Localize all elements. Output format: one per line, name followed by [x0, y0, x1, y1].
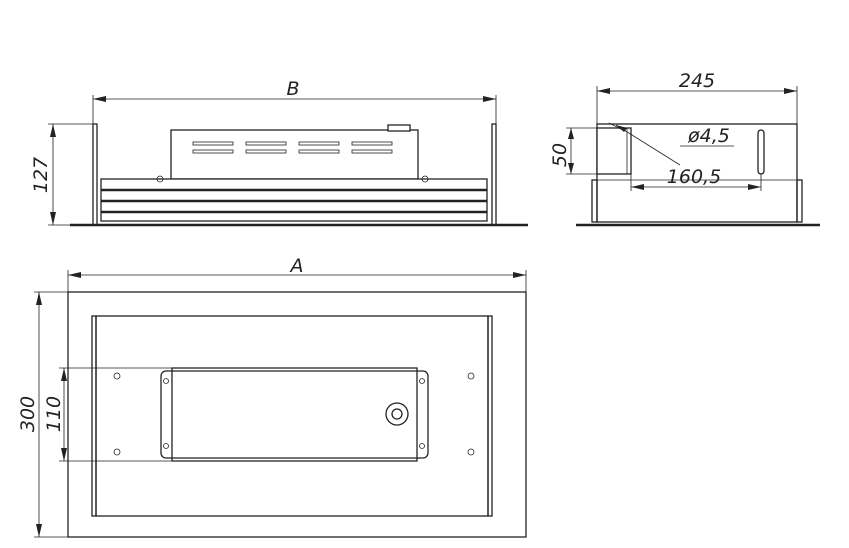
dim-label-50: 50: [549, 143, 571, 167]
vent-slots: [192, 141, 393, 154]
dim-label-245: 245: [679, 70, 715, 92]
side-view: 245 50 ø4,5 160,5: [549, 70, 820, 227]
dim-label-300: 300: [17, 396, 39, 432]
connector-icon: [385, 402, 409, 426]
dim-label-a: A: [289, 255, 304, 277]
top-view: A 300 110: [17, 255, 527, 538]
dim-label-b: B: [286, 78, 299, 100]
mounting-screws: [113, 372, 475, 456]
dim-label-diameter: ø4,5: [687, 125, 730, 147]
dim-label-160-5: 160,5: [667, 166, 721, 188]
dim-label-127: 127: [30, 157, 52, 193]
dim-label-110: 110: [43, 396, 65, 432]
front-view: B 127: [30, 78, 528, 227]
